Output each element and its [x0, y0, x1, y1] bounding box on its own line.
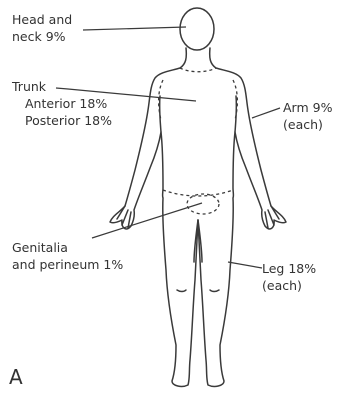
region-boundaries — [159, 68, 238, 214]
right-inner-arm-line — [235, 96, 236, 132]
trunk-label: Trunk — [11, 79, 47, 94]
genitalia-label-line1: Genitalia — [12, 240, 68, 255]
body-contour — [110, 48, 286, 386]
trunk-anterior-label: Anterior 18% — [25, 96, 107, 111]
leg-label-line2: (each) — [262, 278, 302, 293]
arm-label-line2: (each) — [283, 117, 323, 132]
right-knee-mark — [210, 290, 219, 292]
head-label-line1: Head and — [12, 12, 72, 27]
right-hand-fingers — [265, 206, 279, 228]
arm-label-line1: Arm 9% — [283, 100, 333, 115]
genitalia-label-line2: and perineum 1% — [12, 257, 123, 272]
left-knee-mark — [177, 290, 186, 292]
neck-boundary — [180, 68, 216, 72]
left-hand-fingers — [117, 206, 131, 228]
leg-leader — [228, 262, 262, 268]
panel-label: A — [9, 365, 23, 389]
arm-leader — [252, 108, 280, 118]
trunk-posterior-label: Posterior 18% — [25, 113, 112, 128]
labels: Head and neck 9% Trunk Anterior 18% Post… — [9, 12, 333, 389]
leader-lines — [56, 27, 280, 268]
head-leader — [83, 27, 186, 30]
human-body-outline — [110, 8, 286, 386]
genitalia-region — [187, 194, 219, 214]
head-outline — [180, 8, 214, 50]
left-inner-arm-line — [160, 96, 161, 132]
leg-label-line1: Leg 18% — [262, 261, 316, 276]
head-label-line2: neck 9% — [12, 29, 66, 44]
genitalia-leader — [92, 203, 202, 238]
